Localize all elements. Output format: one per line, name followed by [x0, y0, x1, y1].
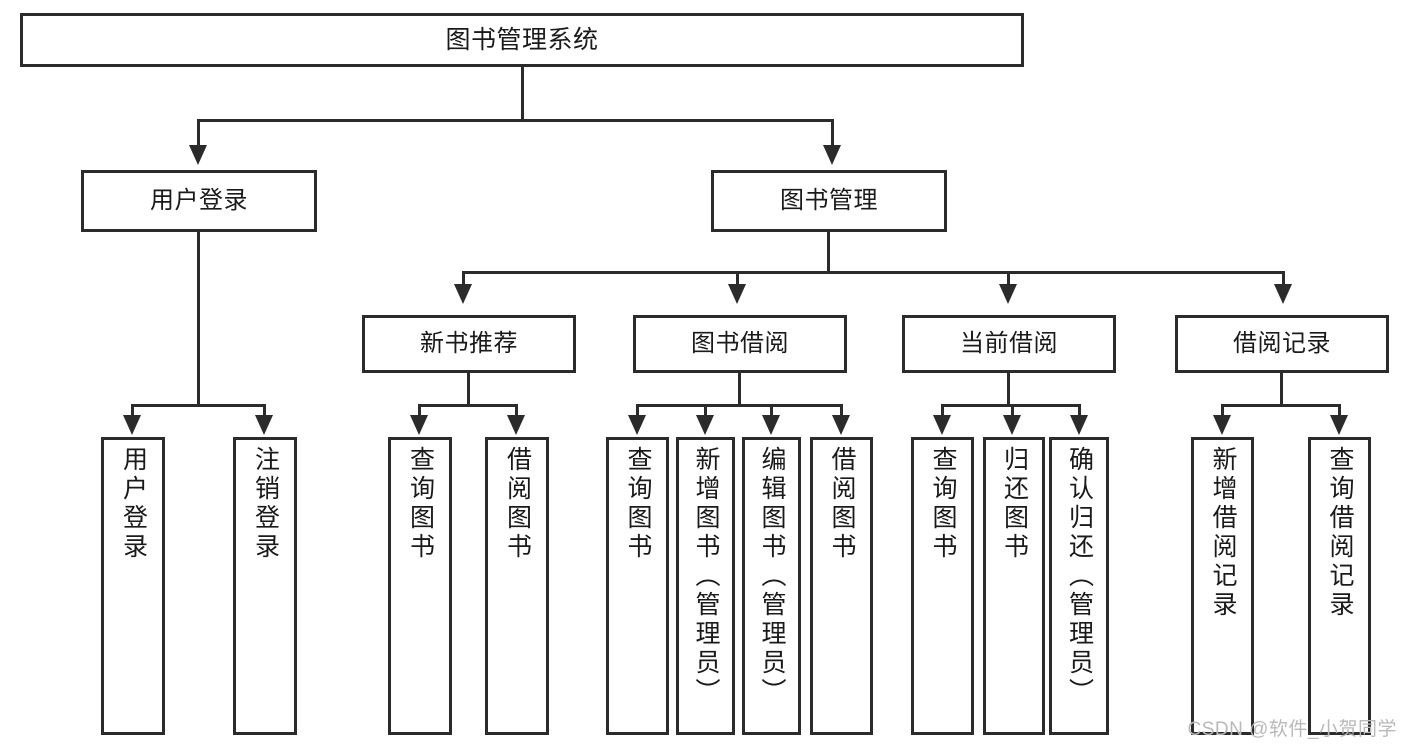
connector-drop-new-book-leaf-2	[515, 404, 518, 417]
node-label: 图书管理系统	[445, 26, 599, 54]
connector-drop-current-borrow	[1007, 271, 1010, 286]
leaf-book-borrow-query[interactable]: 查询图书	[606, 437, 669, 735]
arrowhead-current-borrow	[999, 284, 1017, 304]
leaf-current-borrow-query[interactable]: 查询图书	[911, 437, 974, 735]
node-label: 借阅图书	[503, 446, 532, 562]
connector-drop-book-borrow-leaf-1	[636, 404, 639, 417]
connector-drop-book-borrow-leaf-4	[840, 404, 843, 417]
node-new-book-recommend[interactable]: 新书推荐	[362, 315, 576, 373]
connector-drop-new-book	[462, 271, 465, 286]
node-label: 借阅图书	[828, 446, 856, 562]
leaf-book-borrow-add[interactable]: 新增图书（管理员）	[676, 437, 735, 735]
connector-drop-borrow-record-leaf-1	[1221, 404, 1224, 417]
node-borrow-record[interactable]: 借阅记录	[1175, 315, 1389, 373]
arrowhead-login-2	[255, 415, 273, 435]
leaf-borrow-record-add[interactable]: 新增借阅记录	[1191, 437, 1254, 735]
connector-drop-book-management	[831, 119, 834, 147]
connector-drop-login-1	[131, 404, 134, 417]
arrowhead-borrow-record	[1274, 284, 1292, 304]
node-label: 查询借阅记录	[1326, 446, 1354, 620]
arrowhead-borrow-record-leaf-2	[1330, 415, 1348, 435]
node-label: 当前借阅	[960, 329, 1058, 357]
arrowhead-borrow-record-leaf-1	[1213, 415, 1231, 435]
leaf-book-borrow-borrow[interactable]: 借阅图书	[810, 437, 873, 735]
leaf-borrow-record-query[interactable]: 查询借阅记录	[1308, 437, 1371, 735]
connector-drop-new-book-leaf-1	[418, 404, 421, 417]
node-label: 查询图书	[624, 446, 652, 562]
arrowhead-book-borrow-leaf-2	[696, 415, 714, 435]
connector-drop-book-borrow-leaf-3	[770, 404, 773, 417]
node-label: 注销登录	[251, 446, 280, 562]
connector-bus-level1	[197, 119, 834, 122]
leaf-user-login-login[interactable]: 用户登录	[101, 437, 165, 735]
connector-stem-user-login	[197, 232, 200, 406]
arrowhead-book-borrow-leaf-4	[832, 415, 850, 435]
arrowhead-book-borrow-leaf-3	[762, 415, 780, 435]
leaf-new-book-query[interactable]: 查询图书	[388, 437, 452, 735]
node-label: 查询图书	[929, 446, 957, 562]
connector-bus-new-book-leaves	[418, 404, 518, 407]
node-label: 编辑图书（管理员）	[758, 446, 786, 707]
leaf-new-book-borrow[interactable]: 借阅图书	[485, 437, 549, 735]
node-label: 图书管理	[780, 186, 878, 214]
connector-stem-current-borrow	[1007, 373, 1010, 406]
connector-drop-current-borrow-leaf-1	[941, 404, 944, 417]
connector-bus-borrow-record-leaves	[1221, 404, 1341, 407]
node-label: 新书推荐	[420, 329, 518, 357]
node-current-borrow[interactable]: 当前借阅	[902, 315, 1116, 373]
arrowhead-book-management	[823, 145, 841, 165]
connector-stem-book-management	[827, 232, 830, 274]
leaf-book-borrow-edit[interactable]: 编辑图书（管理员）	[742, 437, 801, 735]
leaf-user-login-logout[interactable]: 注销登录	[233, 437, 297, 735]
connector-root-stem	[521, 67, 524, 121]
connector-drop-current-borrow-leaf-3	[1078, 404, 1081, 417]
arrowhead-new-book	[454, 284, 472, 304]
arrowhead-new-book-leaf-1	[410, 415, 428, 435]
node-root-book-management-system[interactable]: 图书管理系统	[20, 13, 1024, 67]
connector-drop-login-2	[263, 404, 266, 417]
arrowhead-current-borrow-leaf-1	[933, 415, 951, 435]
arrowhead-user-login	[189, 145, 207, 165]
node-book-borrow[interactable]: 图书借阅	[633, 315, 847, 373]
arrowhead-book-borrow-leaf-1	[628, 415, 646, 435]
arrowhead-current-borrow-leaf-2	[1003, 415, 1021, 435]
node-label: 新增图书（管理员）	[692, 446, 720, 707]
connector-bus-level3	[462, 271, 1285, 274]
connector-stem-new-book	[467, 373, 470, 406]
node-label: 查询图书	[406, 446, 435, 562]
arrowhead-login-1	[123, 415, 141, 435]
connector-drop-book-borrow	[736, 271, 739, 286]
node-label: 确认归还（管理员）	[1065, 446, 1094, 707]
leaf-current-borrow-return[interactable]: 归还图书	[983, 437, 1045, 735]
connector-drop-book-borrow-leaf-2	[704, 404, 707, 417]
arrowhead-new-book-leaf-2	[507, 415, 525, 435]
node-label: 借阅记录	[1233, 329, 1331, 357]
node-book-management[interactable]: 图书管理	[711, 170, 947, 232]
leaf-current-borrow-confirm-return[interactable]: 确认归还（管理员）	[1049, 437, 1109, 735]
connector-stem-book-borrow	[738, 373, 741, 406]
connector-drop-current-borrow-leaf-2	[1011, 404, 1014, 417]
connector-stem-borrow-record	[1280, 373, 1283, 406]
connector-drop-borrow-record	[1282, 271, 1285, 286]
node-label: 新增借阅记录	[1209, 446, 1237, 620]
connector-bus-user-login	[131, 404, 266, 407]
node-label: 图书借阅	[691, 329, 789, 357]
node-user-login[interactable]: 用户登录	[81, 170, 317, 232]
arrowhead-current-borrow-leaf-3	[1070, 415, 1088, 435]
node-label: 用户登录	[119, 446, 148, 562]
connector-drop-borrow-record-leaf-2	[1338, 404, 1341, 417]
arrowhead-book-borrow	[728, 284, 746, 304]
connector-bus-book-borrow-leaves	[636, 404, 843, 407]
connector-drop-user-login	[197, 119, 200, 147]
node-label: 归还图书	[1000, 446, 1029, 562]
node-label: 用户登录	[150, 186, 248, 214]
